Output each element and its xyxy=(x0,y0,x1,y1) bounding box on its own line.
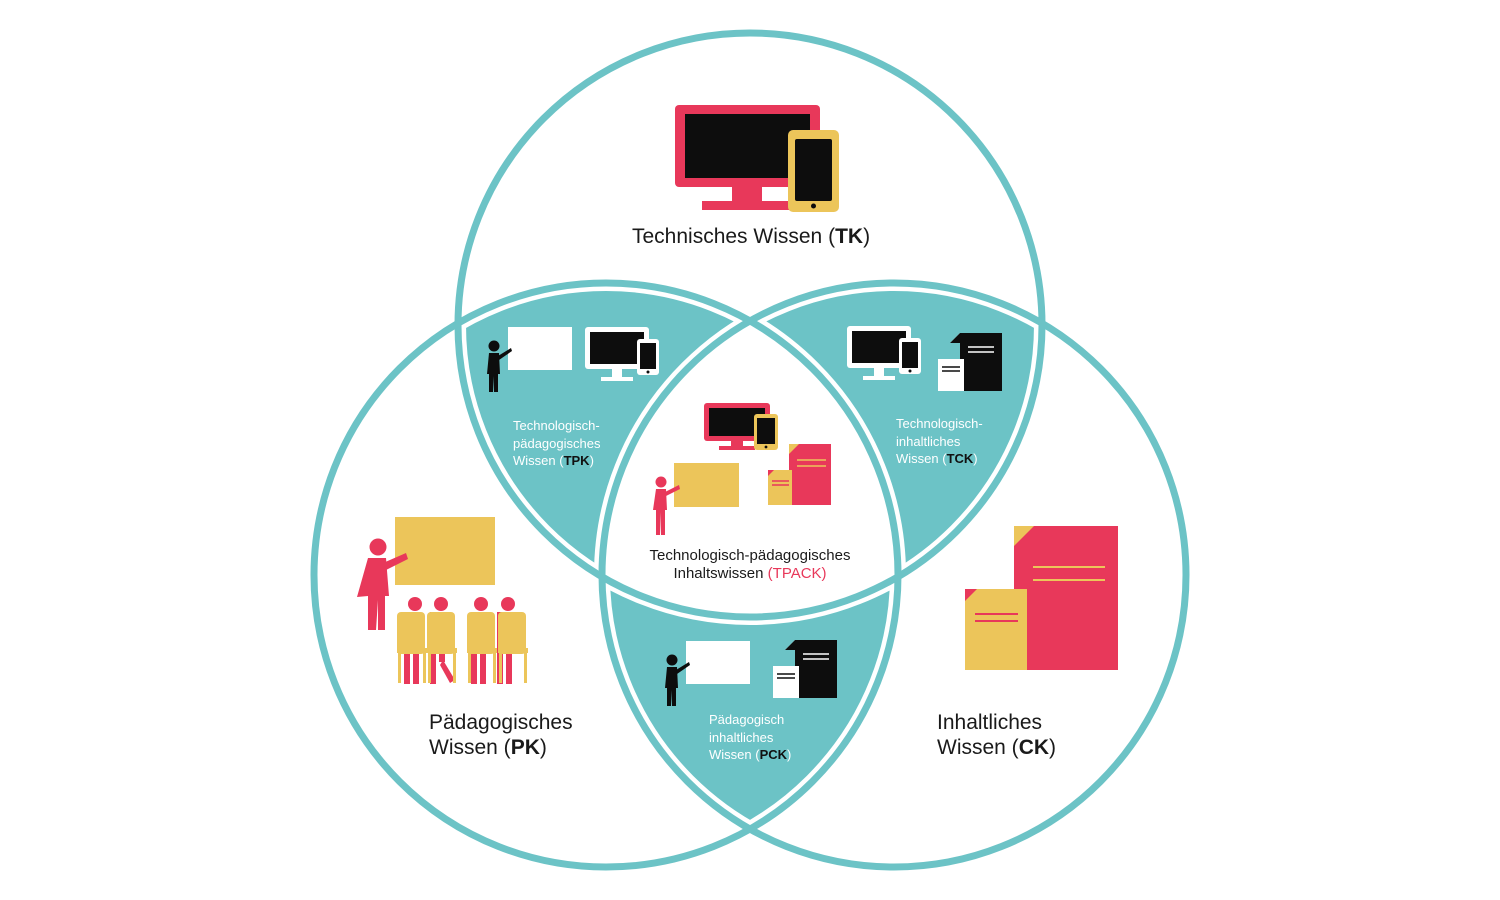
tk-label-text: Technisches Wissen ( xyxy=(632,225,836,248)
tck-label-line2: inhaltliches xyxy=(896,433,961,449)
pck-abbr: PCK xyxy=(759,747,788,763)
tpack-abbr: (TPACK) xyxy=(767,565,827,582)
tpk-label-close: ) xyxy=(589,453,594,469)
ck-label-close: ) xyxy=(1049,736,1057,760)
tpk-label: Technologisch- pädagogisches Wissen (TPK… xyxy=(513,417,600,470)
tpack-teacher-icon xyxy=(653,476,680,535)
tk-label: Technisches Wissen (TK) xyxy=(632,224,870,249)
ck-abbr: CK xyxy=(1018,736,1050,760)
ck-document-icon xyxy=(965,526,1118,670)
venn-rings xyxy=(306,25,1194,875)
pk-abbr: PK xyxy=(510,736,540,760)
tk-abbr: TK xyxy=(835,225,864,248)
tck-label-close: ) xyxy=(973,451,978,467)
tck-abbr: TCK xyxy=(946,451,974,467)
pk-students-icon xyxy=(397,597,528,684)
tk-tablet-icon xyxy=(788,130,839,212)
pk-label: Pädagogisches Wissen (PK) xyxy=(429,710,573,760)
tpack-label-line2: Inhaltswissen xyxy=(673,565,768,582)
tpk-abbr: TPK xyxy=(563,453,590,469)
tk-monitor-icon xyxy=(675,105,820,210)
ck-label-line1: Inhaltliches xyxy=(937,711,1043,734)
pck-label-line1: Pädagogisch xyxy=(709,712,785,727)
tpack-document-icon xyxy=(768,444,831,505)
tpk-label-line1: Technologisch- xyxy=(513,418,600,433)
tpk-label-line3: Wissen ( xyxy=(513,453,564,469)
pck-label-close: ) xyxy=(787,747,792,763)
tpack-whiteboard-icon xyxy=(674,463,739,507)
pck-label-line3: Wissen ( xyxy=(709,747,760,763)
tpack-label-line1: Technologisch-pädagogisches xyxy=(649,547,851,564)
ck-label-line2: Wissen ( xyxy=(937,736,1019,760)
pk-whiteboard-icon xyxy=(395,517,495,585)
pck-label-line2: inhaltliches xyxy=(709,729,774,745)
pk-label-line1: Pädagogisches xyxy=(429,711,573,734)
tk-label-close: ) xyxy=(863,225,871,248)
ck-label: Inhaltliches Wissen (CK) xyxy=(937,710,1056,760)
pck-whiteboard-icon xyxy=(686,641,750,684)
pk-label-line2: Wissen ( xyxy=(429,736,511,760)
tpk-whiteboard-icon xyxy=(508,327,572,370)
pk-label-close: ) xyxy=(539,736,547,760)
pk-teacher-icon xyxy=(357,538,408,630)
tck-label: Technologisch- inhaltliches Wissen (TCK) xyxy=(896,415,983,468)
tck-label-line1: Technologisch- xyxy=(896,416,983,431)
tpack-label: Technologisch-pädagogisches Inhaltswisse… xyxy=(630,547,870,583)
pck-label: Pädagogisch inhaltliches Wissen (PCK) xyxy=(709,711,791,764)
tpack-monitor-icon xyxy=(704,403,778,450)
tck-label-line3: Wissen ( xyxy=(896,451,947,467)
tpk-label-line2: pädagogisches xyxy=(513,435,601,451)
